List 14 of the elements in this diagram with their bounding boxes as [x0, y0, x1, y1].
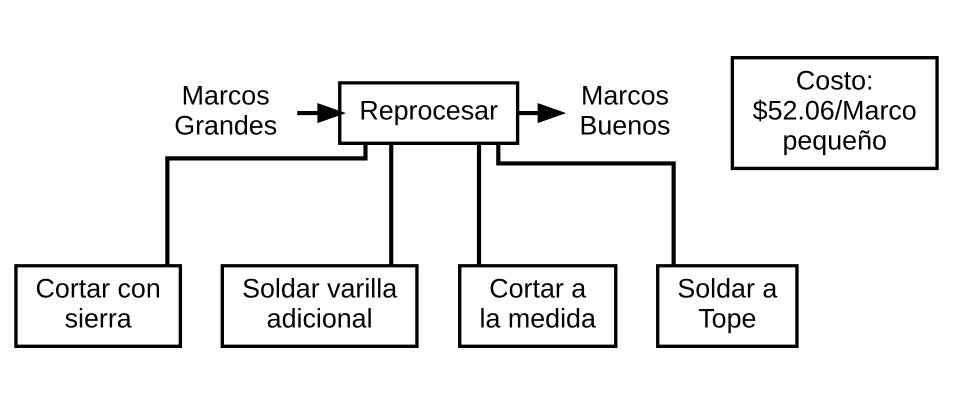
node-text: Marcos Grandes: [174, 80, 278, 140]
node-box: Reprocesar: [338, 80, 520, 144]
node-text: Marcos Buenos: [579, 80, 670, 140]
node-box: Cortar a la medida: [458, 264, 618, 348]
connector: [476, 143, 482, 266]
arrow: [518, 102, 566, 123]
node-box: Soldar varilla adicional: [220, 264, 419, 348]
connector: [389, 143, 394, 266]
connector: [165, 143, 368, 266]
node-box: Costo: $52.06/Marco pequeño: [730, 56, 939, 170]
arrow: [297, 102, 346, 123]
node-box: Cortar con sierra: [14, 264, 182, 348]
node-box: Soldar a Tope: [656, 264, 799, 348]
connector: [496, 143, 676, 266]
